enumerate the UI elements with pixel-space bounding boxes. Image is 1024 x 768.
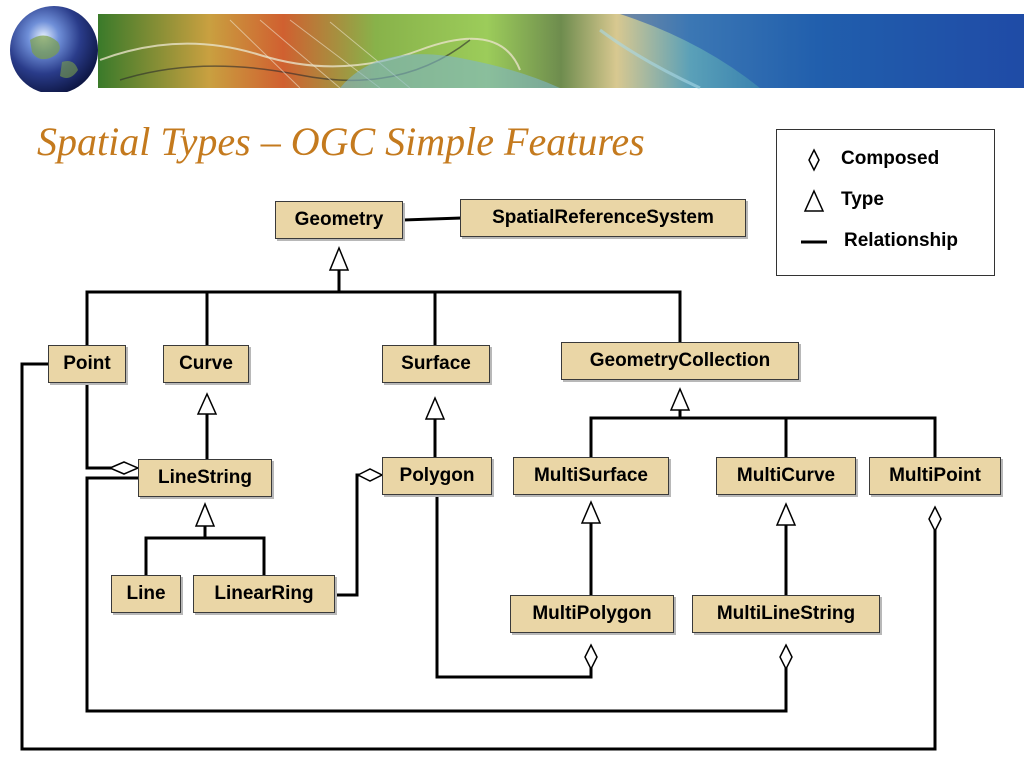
triangle-icon xyxy=(803,189,825,212)
node-point: Point xyxy=(48,345,126,383)
node-curve: Curve xyxy=(163,345,249,383)
node-linestring: LineString xyxy=(138,459,272,497)
node-surface: Surface xyxy=(382,345,490,383)
node-multicurve: MultiCurve xyxy=(716,457,856,495)
node-spatial-reference-system: SpatialReferenceSystem xyxy=(460,199,746,237)
linestring-multilinestring-composition-line xyxy=(85,476,788,713)
point-multipoint-composition-line xyxy=(20,362,937,751)
legend-type-label: Type xyxy=(841,189,884,210)
node-geometry: Geometry xyxy=(275,201,403,239)
diamond-icon xyxy=(808,148,820,172)
legend-box: Composed Type Relationship xyxy=(776,129,995,276)
legend-relationship-row: Relationship xyxy=(777,226,994,256)
geometry-type-arrow-icon xyxy=(328,246,350,271)
page-title: Spatial Types – OGC Simple Features xyxy=(37,119,645,164)
linestring-type-arrow-icon xyxy=(194,502,216,527)
legend-type-row: Type xyxy=(777,185,994,215)
linearring-polygon-composition-line xyxy=(333,473,360,597)
node-multipoint: MultiPoint xyxy=(869,457,1001,495)
legend-relationship-label: Relationship xyxy=(844,230,959,251)
surface-type-arrow-icon xyxy=(424,396,446,420)
node-multisurface: MultiSurface xyxy=(513,457,669,495)
node-polygon: Polygon xyxy=(382,457,492,495)
polygon-composed-diamond-icon xyxy=(356,468,384,482)
node-linearring: LinearRing xyxy=(193,575,335,613)
node-line: Line xyxy=(111,575,181,613)
geometry-srs-relationship-line xyxy=(402,216,462,222)
point-linestring-composition-line xyxy=(85,381,112,470)
multisurface-type-arrow-icon xyxy=(580,500,602,524)
curve-type-arrow-icon xyxy=(196,392,218,415)
multicurve-type-arrow-icon xyxy=(775,502,797,526)
geometrycollection-type-arrow-icon xyxy=(669,387,691,411)
multilinestring-composed-diamond-icon xyxy=(779,643,793,671)
legend-composed-row: Composed xyxy=(777,144,994,174)
line-icon xyxy=(801,240,827,244)
node-multipolygon: MultiPolygon xyxy=(510,595,674,633)
node-geometry-collection: GeometryCollection xyxy=(561,342,799,380)
legend-composed-label: Composed xyxy=(841,148,940,169)
multipolygon-composed-diamond-icon xyxy=(584,643,598,671)
polygon-multipolygon-composition-line xyxy=(435,492,593,679)
node-multilinestring: MultiLineString xyxy=(692,595,880,633)
aerial-map-banner xyxy=(10,6,1024,92)
header-banner xyxy=(0,0,1024,92)
multipoint-composed-diamond-icon xyxy=(928,505,942,533)
linestring-composed-diamond-icon xyxy=(108,461,140,475)
